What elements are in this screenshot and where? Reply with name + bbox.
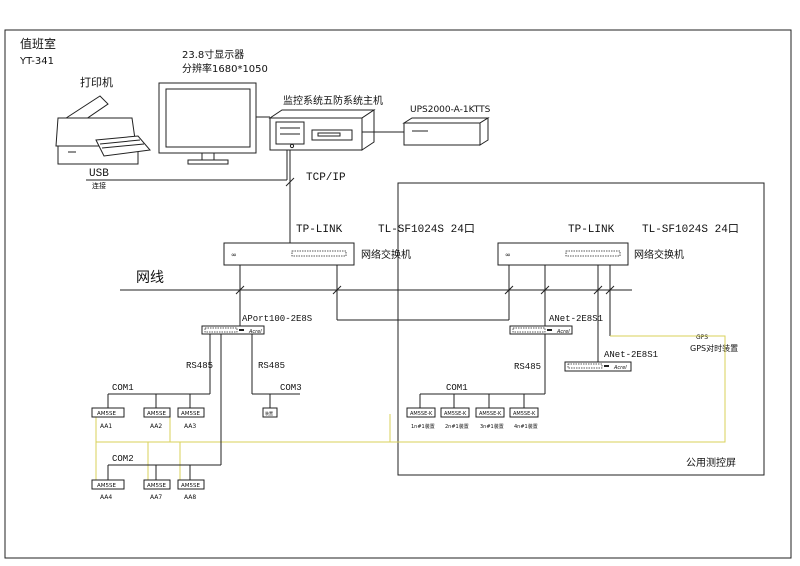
device-3n-model: AM5SE-K [479, 411, 502, 417]
com1-left-label: COM1 [112, 383, 134, 393]
switch-left-brand: TP-LINK [296, 224, 343, 236]
room-name: 值班室 [20, 36, 56, 51]
printer-icon [55, 95, 151, 165]
switch-right-brand: TP-LINK [568, 224, 615, 236]
device-aa3-label: AA3 [184, 423, 196, 430]
gateway-left-model: APort100-2E8S [242, 314, 312, 324]
com3-label: COM3 [280, 383, 302, 393]
device-aa1-label: AA1 [100, 423, 112, 430]
usb-label: USB [89, 168, 109, 180]
switch-left-name: 网络交换机 [361, 248, 411, 261]
device-aa7-model: AM5SE [147, 483, 166, 489]
outer-frame [4, 29, 792, 559]
device-aa4-label: AA4 [100, 494, 112, 501]
room-code: YT-341 [19, 56, 54, 67]
ups-icon [402, 117, 490, 146]
device-1n [406, 407, 436, 418]
device-4n-model: AM5SE-K [513, 411, 536, 417]
com3-device-label: 装置 [265, 410, 273, 416]
rs485-com3-label: RS485 [258, 361, 285, 371]
gateway-right1-model: ANet-2E8S1 [549, 314, 603, 324]
monitor-resolution: 分辨率1680*1050 [182, 62, 268, 75]
gps-label: GPS对时装置 [690, 343, 738, 353]
device-aa8-model: AM5SE [181, 483, 200, 489]
monitor-size: 23.8寸显示器 [182, 48, 244, 61]
device-aa1 [91, 407, 125, 418]
com1-right-devices: AM5SE-K 1n#1装置 AM5SE-K 2n#1装置 AM5SE-K 3n… [406, 407, 539, 430]
device-4n-label: 4n#1装置 [514, 423, 538, 430]
com3-device [262, 407, 278, 418]
device-1n-label: 1n#1装置 [411, 423, 435, 430]
gateway-right2-brand: Acrel [613, 365, 627, 371]
gateway-left-brand: Acrel [248, 329, 262, 335]
tcpip-label: TCP/IP [306, 172, 346, 184]
device-2n-model: AM5SE-K [444, 411, 467, 417]
device-aa4 [91, 479, 125, 490]
device-aa3 [177, 407, 205, 418]
host-computer-icon [268, 109, 376, 151]
com2-left-label: COM2 [112, 454, 134, 464]
panel-label: 公用测控屏 [686, 456, 736, 469]
switch-right-icon: ∞ [497, 242, 629, 266]
switch-left-icon: ∞ [223, 242, 355, 266]
monitor-icon [158, 82, 257, 165]
device-aa2-model: AM5SE [147, 411, 166, 417]
rs485-right-label: RS485 [514, 362, 541, 372]
ups-label: UPS2000-A-1KTTS [410, 105, 491, 115]
usb-connect-label: 连接 [92, 181, 106, 190]
device-aa8-label: AA8 [184, 494, 196, 501]
gateway-left-icon [201, 325, 265, 335]
device-3n [475, 407, 505, 418]
device-2n [440, 407, 470, 418]
com1-left-devices: AM5SE AA1 AM5SE AA2 AM5SE AA3 [91, 407, 205, 430]
printer-label: 打印机 [80, 75, 113, 89]
svg-text:∞: ∞ [231, 251, 237, 259]
device-aa2 [143, 407, 171, 418]
gps-sync-line [95, 335, 726, 443]
host-label: 监控系统五防系统主机 [283, 94, 383, 107]
switch-right-name: 网络交换机 [634, 248, 684, 261]
switch-right-model: TL-SF1024S 24口 [642, 223, 739, 236]
panel-frame [397, 182, 765, 476]
device-aa2-label: AA2 [150, 423, 162, 430]
network-cable-label: 网线 [136, 270, 164, 286]
device-aa3-model: AM5SE [181, 411, 200, 417]
svg-text:∞: ∞ [505, 251, 511, 259]
switch-left-model: TL-SF1024S 24口 [378, 223, 475, 236]
device-aa4-model: AM5SE [97, 483, 116, 489]
gateway-right2-icon [564, 361, 632, 372]
device-4n [509, 407, 539, 418]
gateway-right1-icon [509, 325, 573, 335]
device-2n-label: 2n#1装置 [445, 423, 469, 430]
gps-tag: GPS [696, 334, 708, 341]
device-3n-label: 3n#1装置 [480, 423, 504, 430]
device-aa7-label: AA7 [150, 494, 162, 501]
gateway-right1-brand: Acrel [556, 329, 570, 335]
rs485-left-label: RS485 [186, 361, 213, 371]
gateway-right2-model: ANet-2E8S1 [604, 350, 658, 360]
device-aa7 [143, 479, 171, 490]
device-aa1-model: AM5SE [97, 411, 116, 417]
device-aa8 [177, 479, 205, 490]
device-1n-model: AM5SE-K [410, 411, 433, 417]
com2-left-devices: AM5SE AA4 AM5SE AA7 AM5SE AA8 [91, 479, 205, 501]
com1-right-label: COM1 [446, 383, 468, 393]
